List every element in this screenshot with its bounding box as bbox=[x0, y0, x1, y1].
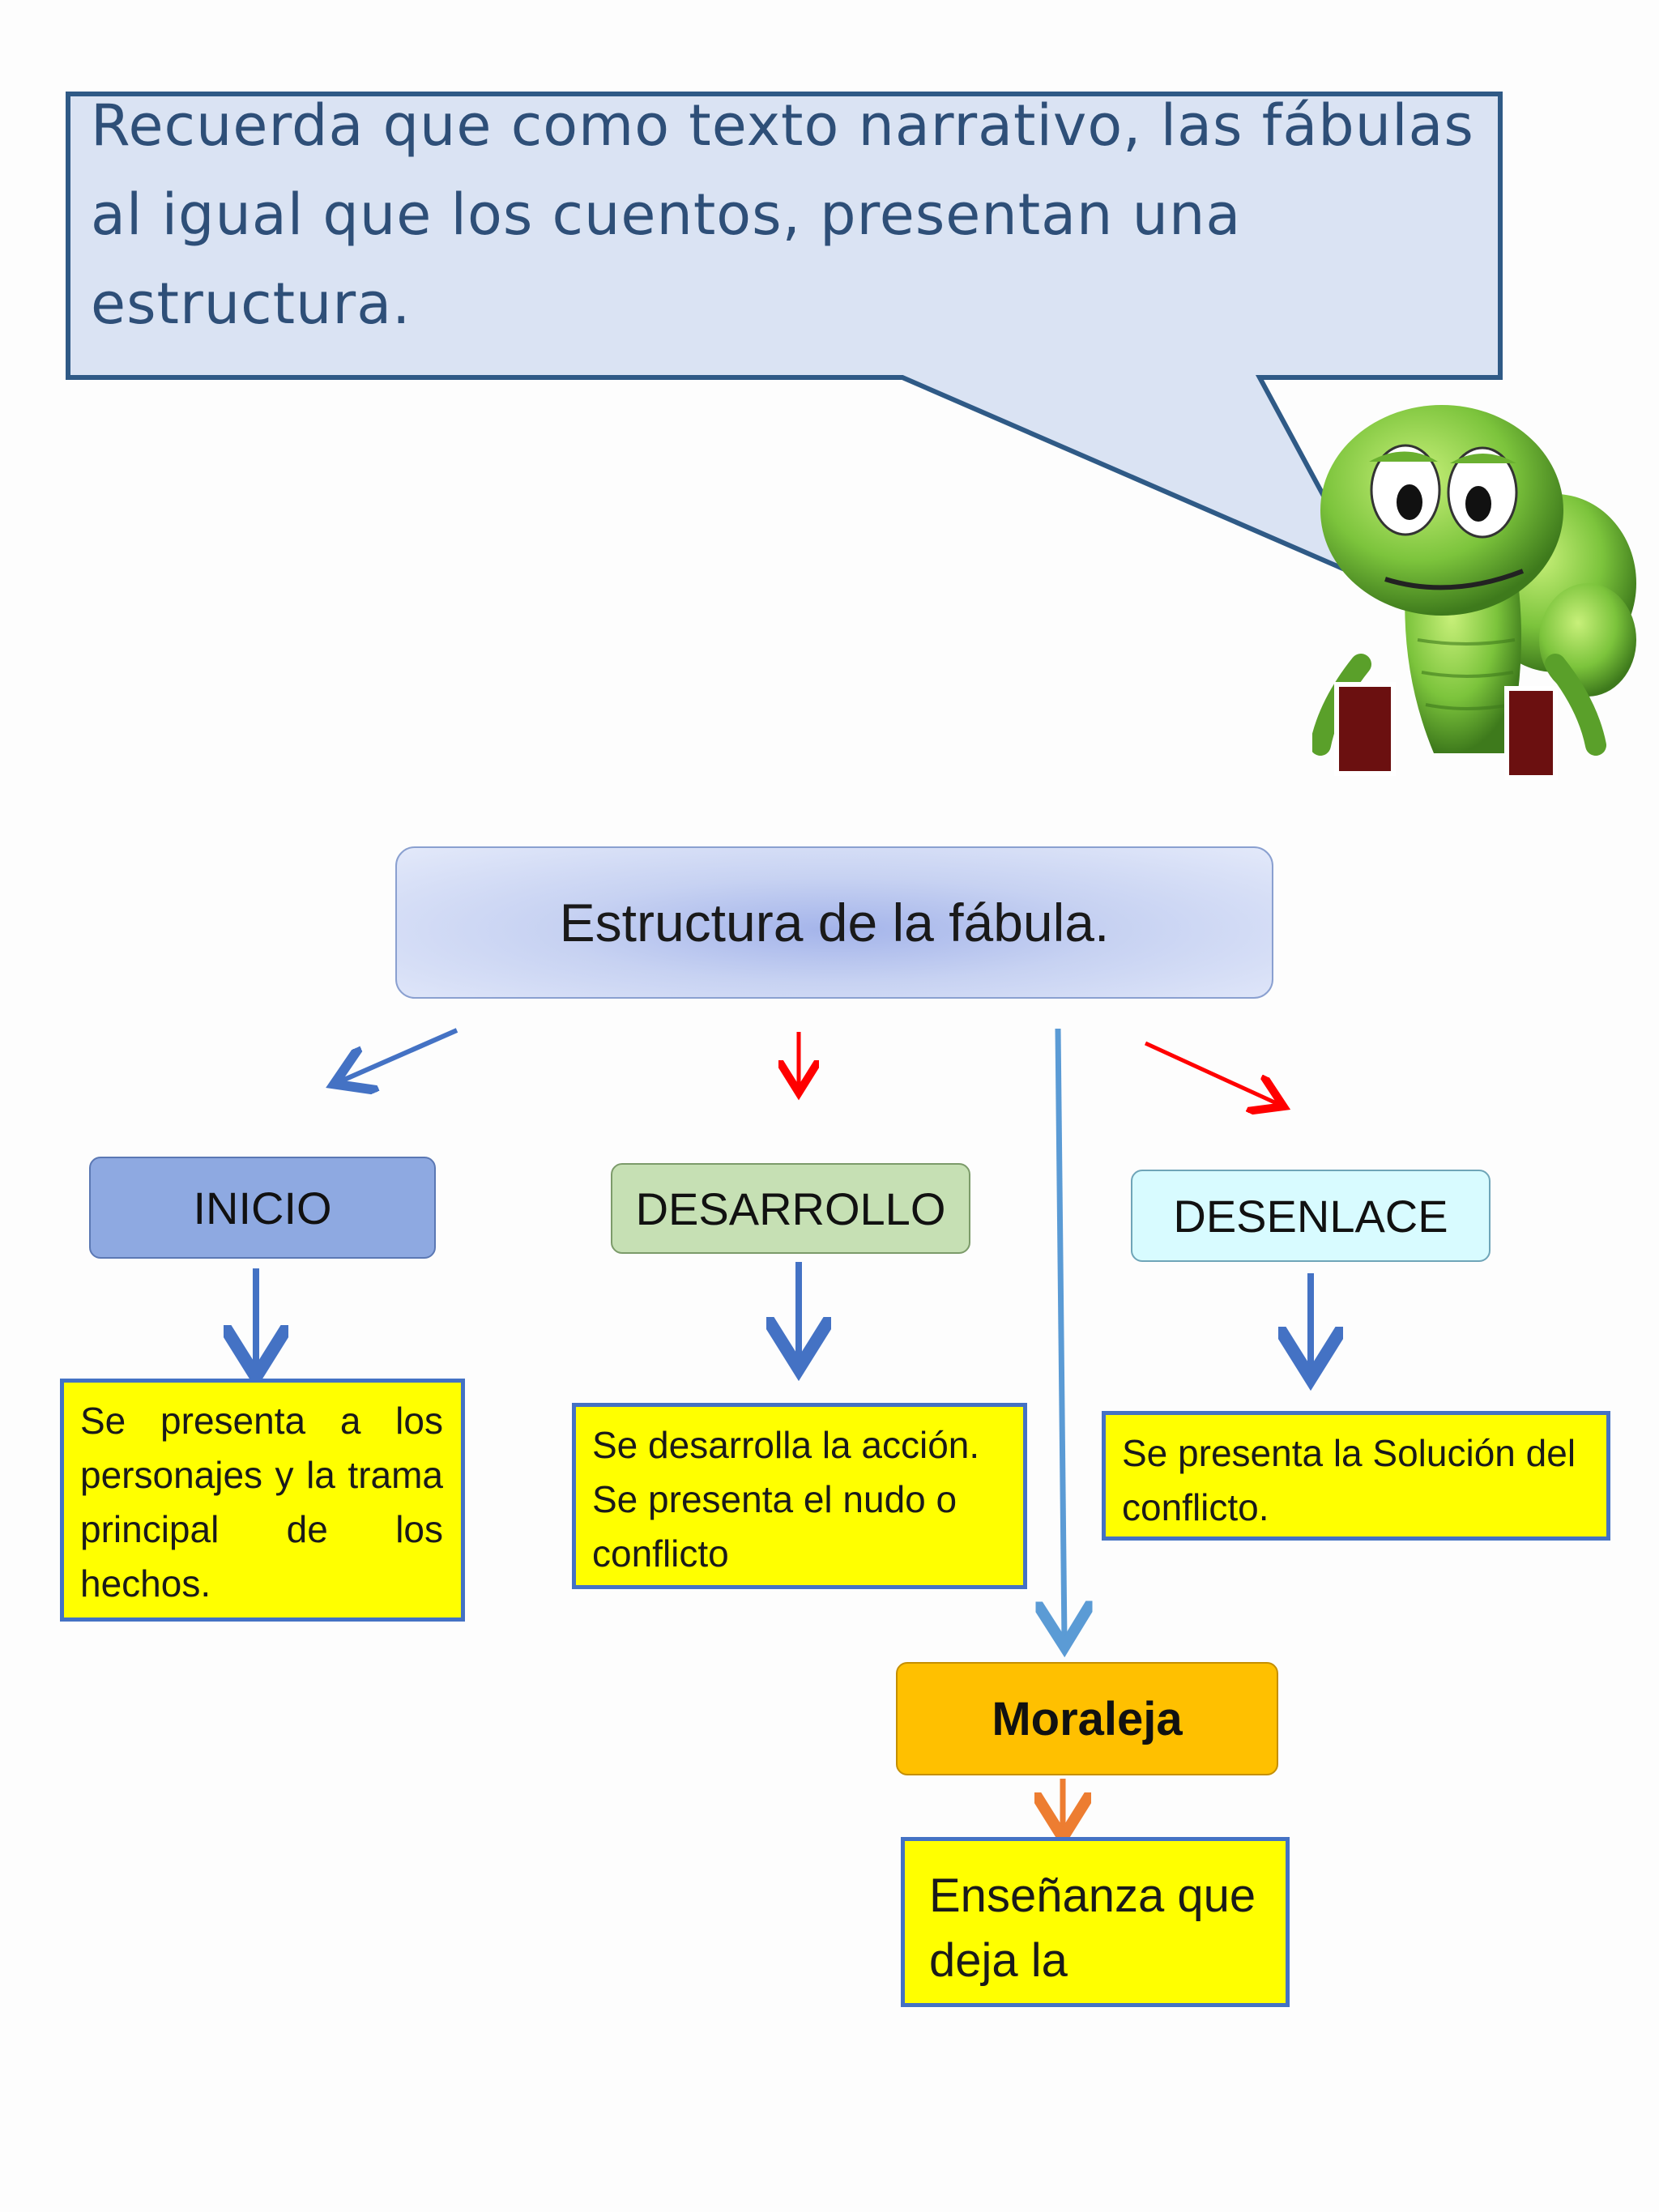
desarrollo-label: DESARROLLO bbox=[635, 1183, 946, 1234]
desarrollo-box: DESARROLLO bbox=[611, 1163, 970, 1254]
callout-text: Recuerda que como texto narrativo, las f… bbox=[91, 92, 1474, 337]
desenlace-description: Se presenta la Solución del conflicto. bbox=[1102, 1411, 1610, 1541]
inicio-box: INICIO bbox=[89, 1157, 436, 1259]
inicio-description: Se presenta a los personajes y la trama … bbox=[60, 1379, 465, 1622]
arrow-to-moraleja bbox=[1058, 1028, 1064, 1641]
desarrollo-description: Se desarrolla la acción. Se presenta el … bbox=[572, 1403, 1027, 1589]
diagram-title: Estructura de la fábula. bbox=[559, 893, 1110, 953]
worm-mascot-icon bbox=[1312, 405, 1636, 780]
moraleja-label: Moraleja bbox=[992, 1692, 1183, 1745]
inicio-label: INICIO bbox=[193, 1182, 332, 1234]
desenlace-label: DESENLACE bbox=[1173, 1190, 1448, 1242]
moraleja-box: Moraleja bbox=[896, 1662, 1278, 1775]
desenlace-box: DESENLACE bbox=[1131, 1170, 1491, 1262]
moraleja-description: Enseñanza que deja la bbox=[901, 1837, 1290, 2007]
arrow-to-desenlace bbox=[1144, 1041, 1280, 1105]
arrow-to-inicio bbox=[339, 1028, 458, 1082]
diagram-title-box: Estructura de la fábula. bbox=[395, 846, 1273, 999]
